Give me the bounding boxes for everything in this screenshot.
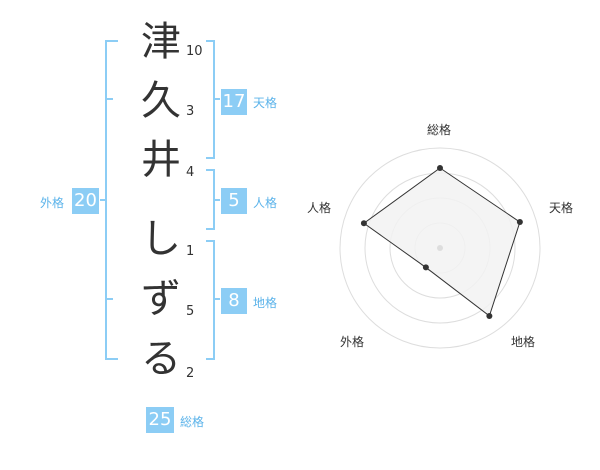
name-char-5: ず xyxy=(141,276,181,322)
jinkaku-bracket xyxy=(206,169,220,230)
jinkaku-badge: 5 xyxy=(221,188,247,214)
name-char-6: る xyxy=(141,336,181,382)
soukaku-badge: 25 xyxy=(146,407,174,433)
radar-point-4 xyxy=(422,264,429,271)
stroke-count-4: 1 xyxy=(186,244,195,259)
radar-axis-label-chikaku: 地格 xyxy=(511,335,536,349)
stroke-count-2: 3 xyxy=(186,104,195,119)
name-char-2: 久 xyxy=(141,78,181,124)
tenkaku-bracket xyxy=(206,40,220,159)
gaikaku-label: 外格 xyxy=(40,196,65,210)
radar-axis-label-soukaku: 総格 xyxy=(427,123,452,137)
stroke-count-6: 2 xyxy=(186,366,195,381)
name-char-4: し xyxy=(141,216,181,262)
radar-point-3 xyxy=(486,312,493,319)
radar-center-dot xyxy=(437,245,443,251)
stroke-count-3: 4 xyxy=(186,165,195,180)
chikaku-badge: 8 xyxy=(221,288,247,314)
radar-point-5 xyxy=(360,220,367,227)
gaikaku-bracket xyxy=(100,40,118,360)
radar-value-polygon xyxy=(363,167,521,317)
chikaku-label: 地格 xyxy=(253,296,278,310)
radar-axis-label-tenkaku: 天格 xyxy=(549,201,574,215)
radar-point-2 xyxy=(516,219,523,226)
tenkaku-label: 天格 xyxy=(253,96,278,110)
chikaku-bracket xyxy=(206,240,220,360)
radar-point-1 xyxy=(437,165,443,171)
radar-axis-label-jinkaku: 人格 xyxy=(307,201,332,215)
radar-ring-4 xyxy=(339,147,541,349)
name-char-1: 津 xyxy=(141,19,181,65)
tenkaku-badge: 17 xyxy=(221,89,247,115)
name-char-3: 井 xyxy=(141,137,181,183)
radar-axis-label-gaikaku: 外格 xyxy=(340,335,365,349)
stroke-count-1: 10 xyxy=(186,44,203,59)
stroke-count-5: 5 xyxy=(186,304,195,319)
gaikaku-badge: 20 xyxy=(72,188,99,214)
jinkaku-label: 人格 xyxy=(253,196,278,210)
soukaku-label: 総格 xyxy=(180,415,205,429)
